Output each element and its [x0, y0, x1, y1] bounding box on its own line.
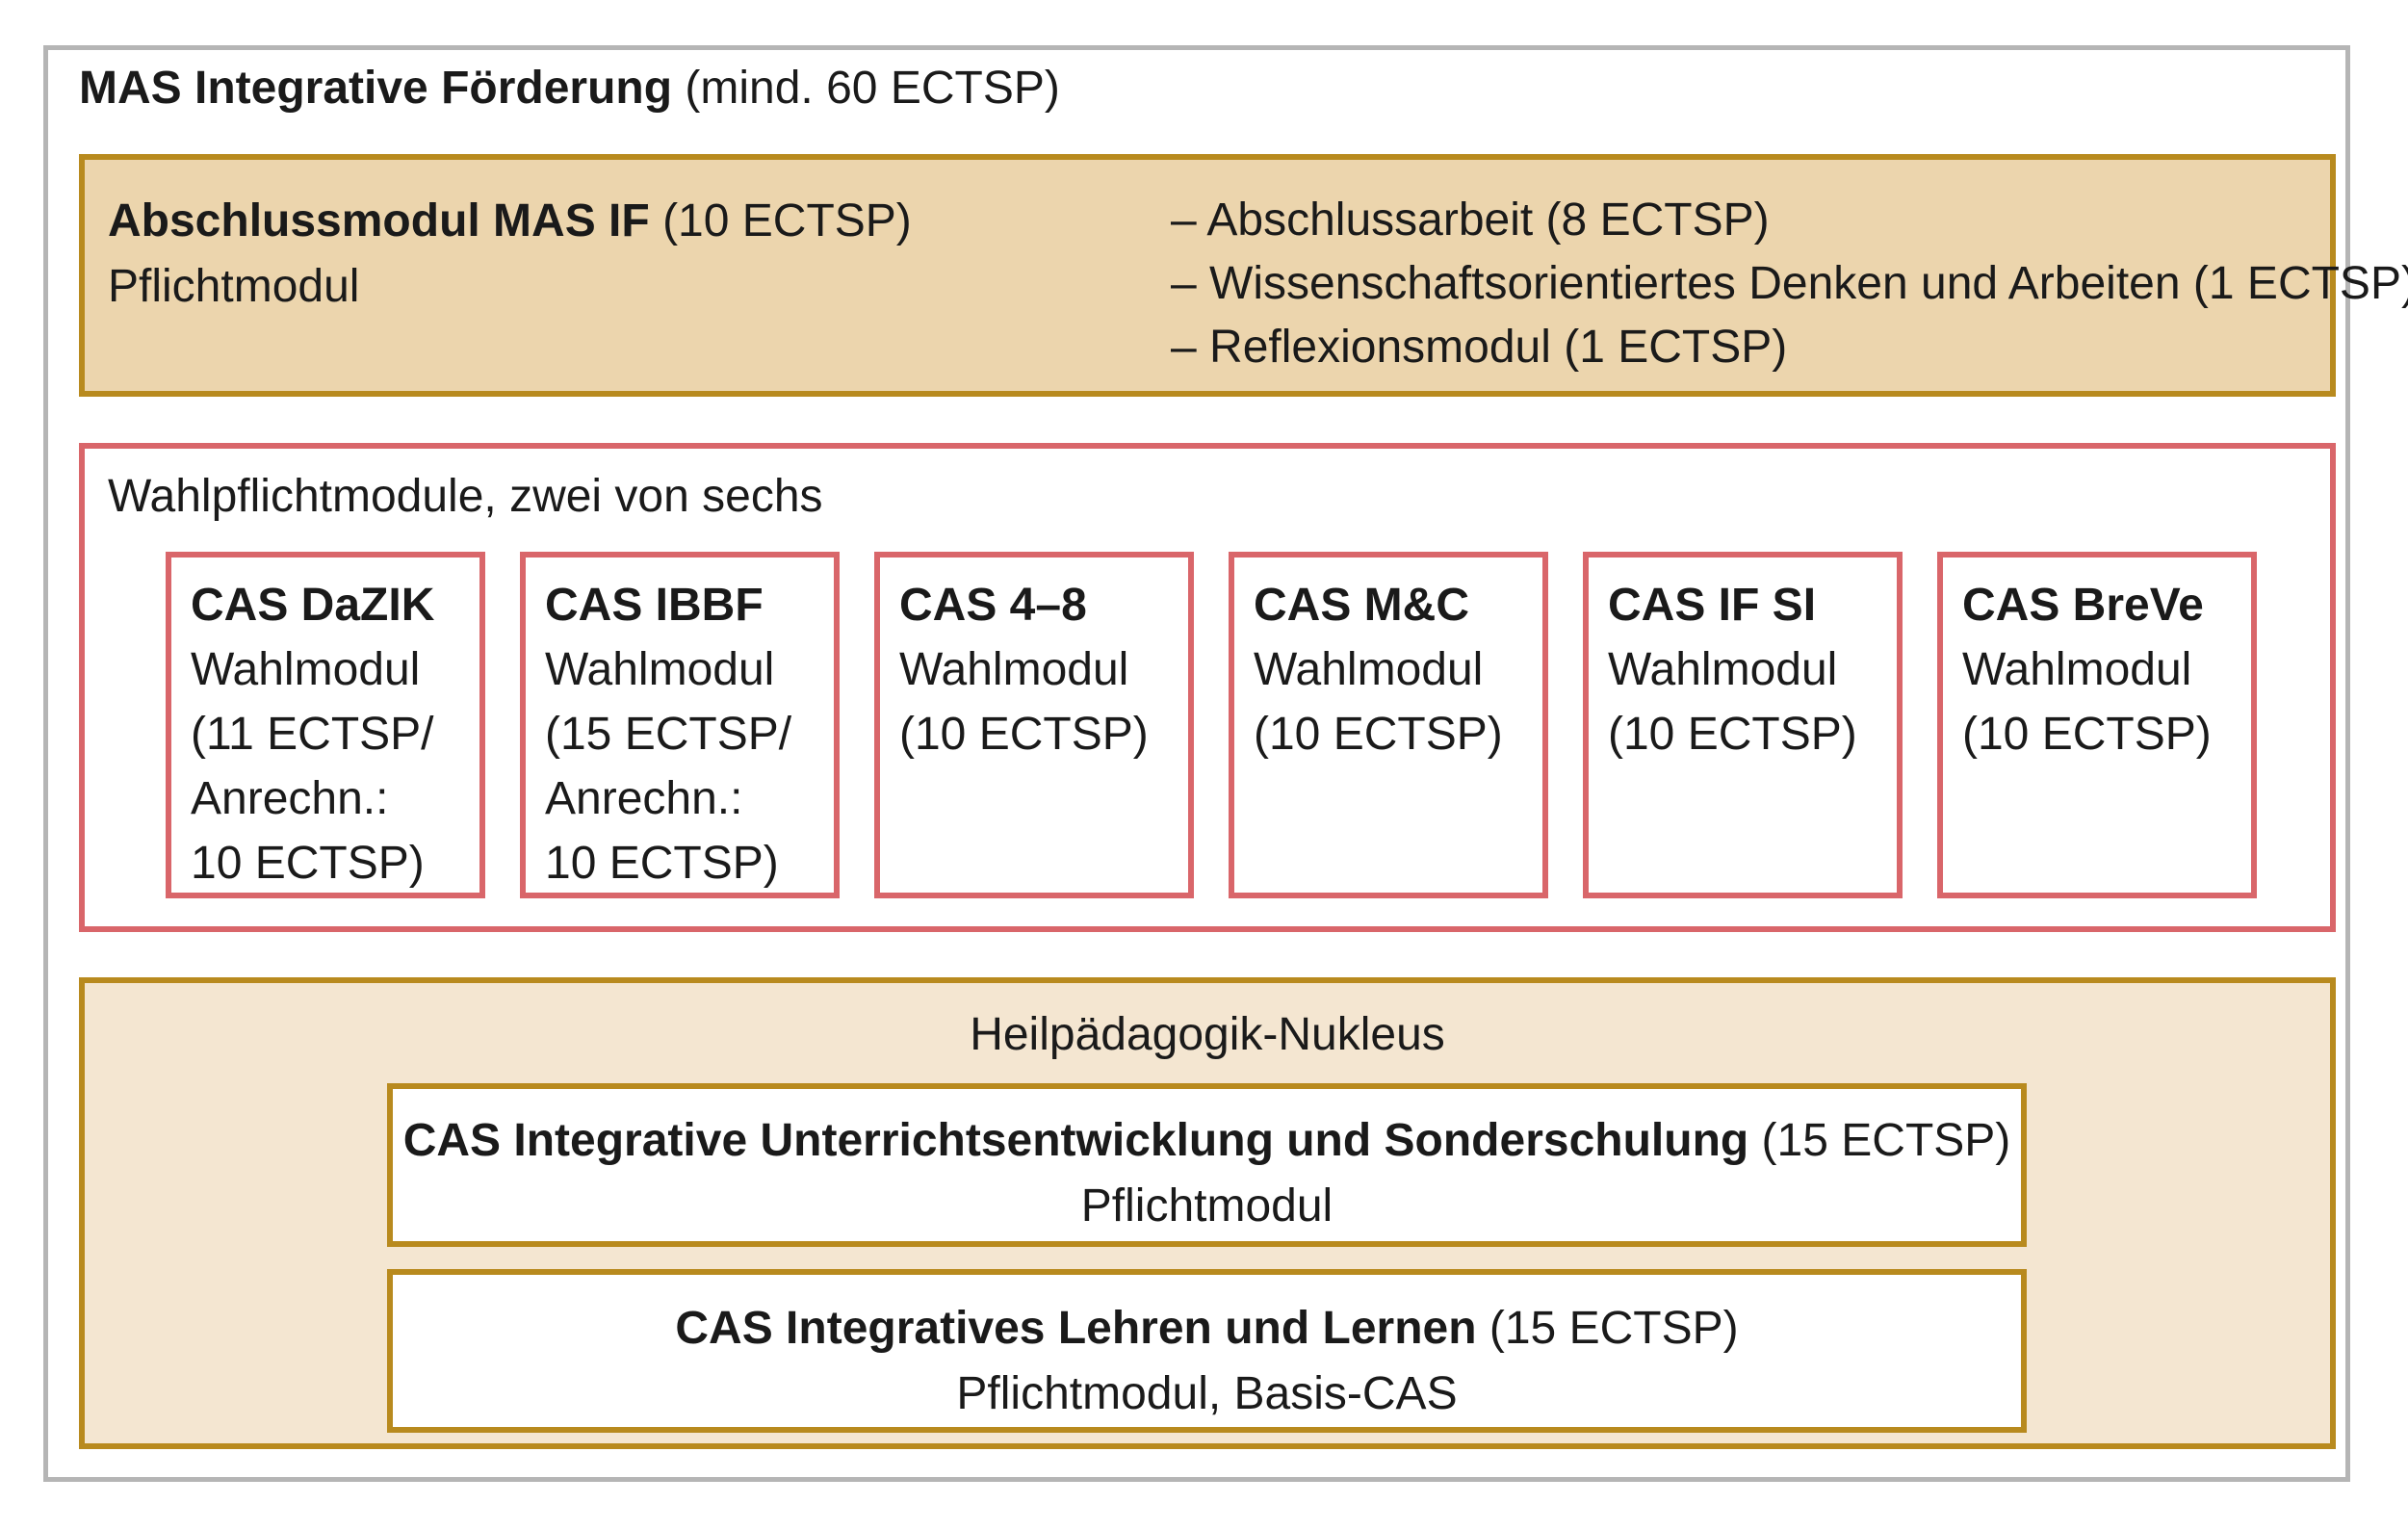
elective-module-name: CAS BreVe [1962, 580, 2204, 631]
nukleus-module-type: Pflichtmodul, Basis-CAS [956, 1368, 1458, 1419]
abschluss-module-name: Abschlussmodul MAS IF [108, 195, 650, 246]
abschluss-module-credits: (10 ECTSP) [662, 195, 912, 246]
elective-module-card: CAS DaZIK Wahlmodul (11 ECTSP/ Anrechn.:… [166, 552, 485, 898]
mas-frame [43, 45, 2350, 1482]
nukleus-box: Heilpädagogik-Nukleus CAS Integrative Un… [79, 977, 2336, 1449]
mas-title: MAS Integrative Förderung (mind. 60 ECTS… [79, 58, 1060, 119]
elective-module-card: CAS M&C Wahlmodul (10 ECTSP) [1229, 552, 1548, 898]
mas-title-name: MAS Integrative Förderung [79, 63, 673, 114]
abschluss-component-item: – Abschlussarbeit (8 ECTSP) [1171, 194, 1770, 246]
elective-module-card: CAS IF SI Wahlmodul (10 ECTSP) [1583, 552, 1903, 898]
nukleus-module-box: CAS Integratives Lehren und Lernen (15 E… [387, 1269, 2027, 1433]
elective-module-card: CAS IBBF Wahlmodul (15 ECTSP/ Anrechn.: … [520, 552, 840, 898]
nukleus-module-name: CAS Integrative Unterrichtsentwicklung u… [402, 1115, 1749, 1166]
elective-module-line: Wahlmodul [1608, 644, 1838, 695]
elective-module-line: Wahlmodul [1254, 644, 1484, 695]
nukleus-module-credits: (15 ECTSP) [1761, 1115, 2011, 1166]
abschluss-components-list: – Abschlussarbeit (8 ECTSP) – Wissenscha… [1171, 189, 2408, 379]
elective-module-line: (10 ECTSP) [899, 709, 1149, 760]
elective-module-card: CAS BreVe Wahlmodul (10 ECTSP) [1937, 552, 2257, 898]
nukleus-heading: Heilpädagogik-Nukleus [970, 1009, 1445, 1060]
abschluss-component-item: – Wissenschaftsorientiertes Denken und A… [1171, 258, 2408, 309]
elective-module-card: CAS 4–8 Wahlmodul (10 ECTSP) [874, 552, 1194, 898]
elective-module-line: (10 ECTSP) [1608, 709, 1857, 760]
elective-module-name: CAS DaZIK [191, 580, 435, 631]
nukleus-module-box: CAS Integrative Unterrichtsentwicklung u… [387, 1083, 2027, 1247]
abschluss-component-item: – Reflexionsmodul (1 ECTSP) [1171, 322, 1788, 373]
elective-module-line: Anrechn.: [191, 773, 389, 824]
elective-module-line: Wahlmodul [191, 644, 421, 695]
elective-module-line: Wahlmodul [545, 644, 775, 695]
elective-module-line: 10 ECTSP) [545, 838, 779, 889]
elective-module-line: (10 ECTSP) [1962, 709, 2212, 760]
elective-module-line: (15 ECTSP/ [545, 709, 792, 760]
mas-title-credits: (mind. 60 ECTSP) [685, 63, 1060, 114]
elective-modules-box: Wahlpflichtmodule, zwei von sechs CAS Da… [79, 443, 2336, 932]
abschluss-module-box: Abschlussmodul MAS IF (10 ECTSP) Pflicht… [79, 154, 2408, 397]
elective-module-name: CAS M&C [1254, 580, 1469, 631]
nukleus-module-credits: (15 ECTSP) [1489, 1303, 1739, 1354]
elective-module-line: Wahlmodul [899, 644, 1129, 695]
nukleus-module-name: CAS Integratives Lehren und Lernen [675, 1303, 1477, 1354]
nukleus-module-type: Pflichtmodul [1080, 1180, 1333, 1232]
elective-modules-heading: Wahlpflichtmodule, zwei von sechs [108, 471, 823, 522]
elective-module-line: (10 ECTSP) [1254, 709, 1503, 760]
abschluss-module-info: Abschlussmodul MAS IF (10 ECTSP) Pflicht… [108, 189, 912, 320]
elective-module-name: CAS 4–8 [899, 580, 1087, 631]
elective-module-name: CAS IBBF [545, 580, 764, 631]
elective-module-line: Anrechn.: [545, 773, 743, 824]
elective-module-line: 10 ECTSP) [191, 838, 425, 889]
elective-module-line: Wahlmodul [1962, 644, 2192, 695]
abschluss-module-type: Pflichtmodul [108, 261, 360, 312]
elective-module-name: CAS IF SI [1608, 580, 1817, 631]
elective-module-line: (11 ECTSP/ [191, 709, 434, 760]
